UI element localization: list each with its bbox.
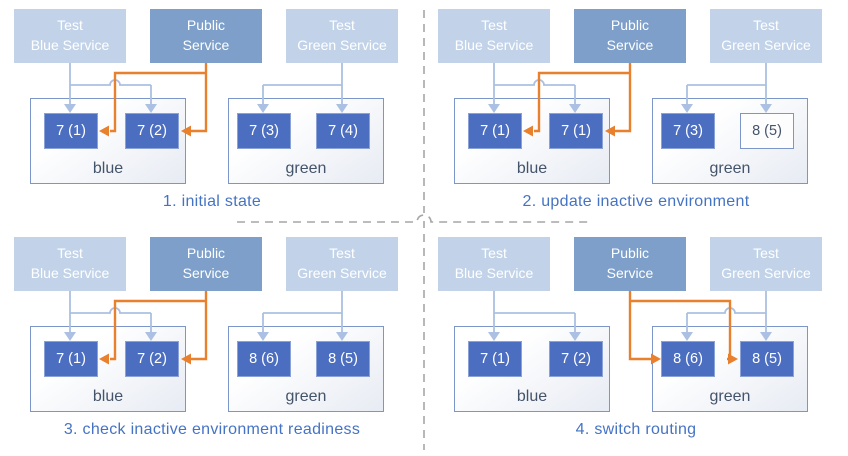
- pod-box: 8 (5): [740, 113, 794, 149]
- test-green-service-box: Test Green Service: [710, 237, 822, 291]
- pod-box: 7 (3): [661, 113, 715, 149]
- service-label: Test: [753, 17, 779, 34]
- green-environment-box: 7 (3) 8 (5) green: [652, 98, 808, 184]
- green-environment-box: 8 (6) 8 (5) green: [652, 326, 808, 412]
- environment-label: blue: [516, 160, 548, 177]
- blue-environment-box: 7 (1) 7 (2) blue: [454, 326, 610, 412]
- service-label: Test: [481, 17, 507, 34]
- environment-label: green: [709, 160, 751, 177]
- public-service-box: Public Service: [574, 9, 686, 63]
- test-green-service-box: Test Green Service: [710, 9, 822, 63]
- pod-box: 7 (2): [549, 341, 603, 377]
- service-label: Blue Service: [454, 265, 534, 281]
- stage-panel-initial-state: Test Blue Service Public Service Test Gr…: [0, 0, 424, 228]
- pod-box: 7 (3): [237, 113, 291, 149]
- public-service-box: Public Service: [574, 237, 686, 291]
- service-label: Blue Service: [30, 265, 110, 281]
- service-label: Public: [186, 245, 226, 262]
- service-label: Service: [606, 37, 654, 53]
- environment-label: green: [285, 160, 327, 177]
- service-label: Test: [753, 245, 779, 262]
- test-green-service-box: Test Green Service: [286, 237, 398, 291]
- pod-box: 7 (1): [44, 113, 98, 149]
- stage-panel-update-inactive: Test Blue Service Public Service Test Gr…: [424, 0, 848, 228]
- public-service-box: Public Service: [150, 9, 262, 63]
- service-label: Green Service: [297, 37, 387, 53]
- blue-environment-box: 7 (1) 7 (2) blue: [30, 98, 186, 184]
- test-green-service-box: Test Green Service: [286, 9, 398, 63]
- service-label: Public: [610, 17, 650, 34]
- service-label: Green Service: [721, 37, 811, 53]
- stage-caption: 2. update inactive environment: [522, 193, 750, 210]
- service-label: Service: [182, 37, 230, 53]
- environment-label: green: [709, 388, 751, 405]
- pod-box: 8 (6): [237, 341, 291, 377]
- service-label: Blue Service: [30, 37, 110, 53]
- service-label: Green Service: [721, 265, 811, 281]
- service-label: Test: [57, 17, 83, 34]
- service-label: Test: [329, 245, 355, 262]
- pod-box: 7 (1): [468, 341, 522, 377]
- pod-box: 7 (2): [125, 113, 179, 149]
- service-label: Test: [481, 245, 507, 262]
- test-blue-service-box: Test Blue Service: [438, 9, 550, 63]
- service-label: Green Service: [297, 265, 387, 281]
- pod-box: 7 (1): [549, 113, 603, 149]
- pod-box: 8 (5): [316, 341, 370, 377]
- stage-caption: 4. switch routing: [575, 421, 697, 438]
- stage-caption: 3. check inactive environment readiness: [63, 421, 361, 438]
- test-blue-service-box: Test Blue Service: [14, 9, 126, 63]
- service-label: Service: [182, 265, 230, 281]
- environment-label: blue: [516, 388, 548, 405]
- pod-box: 8 (6): [661, 341, 715, 377]
- service-label: Blue Service: [454, 37, 534, 53]
- pod-box: 7 (4): [316, 113, 370, 149]
- service-label: Service: [606, 265, 654, 281]
- service-label: Test: [57, 245, 83, 262]
- green-environment-box: 8 (6) 8 (5) green: [228, 326, 384, 412]
- pod-box: 8 (5): [740, 341, 794, 377]
- stage-panel-check-readiness: Test Blue Service Public Service Test Gr…: [0, 228, 424, 456]
- test-blue-service-box: Test Blue Service: [438, 237, 550, 291]
- blue-environment-box: 7 (1) 7 (1) blue: [454, 98, 610, 184]
- test-blue-service-box: Test Blue Service: [14, 237, 126, 291]
- stage-caption: 1. initial state: [162, 193, 262, 210]
- stage-panel-switch-routing: Test Blue Service Public Service Test Gr…: [424, 228, 848, 456]
- pod-box: 7 (2): [125, 341, 179, 377]
- public-service-box: Public Service: [150, 237, 262, 291]
- pod-box: 7 (1): [44, 341, 98, 377]
- blue-environment-box: 7 (1) 7 (2) blue: [30, 326, 186, 412]
- service-label: Test: [329, 17, 355, 34]
- environment-label: blue: [92, 160, 124, 177]
- service-label: Public: [186, 17, 226, 34]
- environment-label: green: [285, 388, 327, 405]
- environment-label: blue: [92, 388, 124, 405]
- green-environment-box: 7 (3) 7 (4) green: [228, 98, 384, 184]
- service-label: Public: [610, 245, 650, 262]
- pod-box: 7 (1): [468, 113, 522, 149]
